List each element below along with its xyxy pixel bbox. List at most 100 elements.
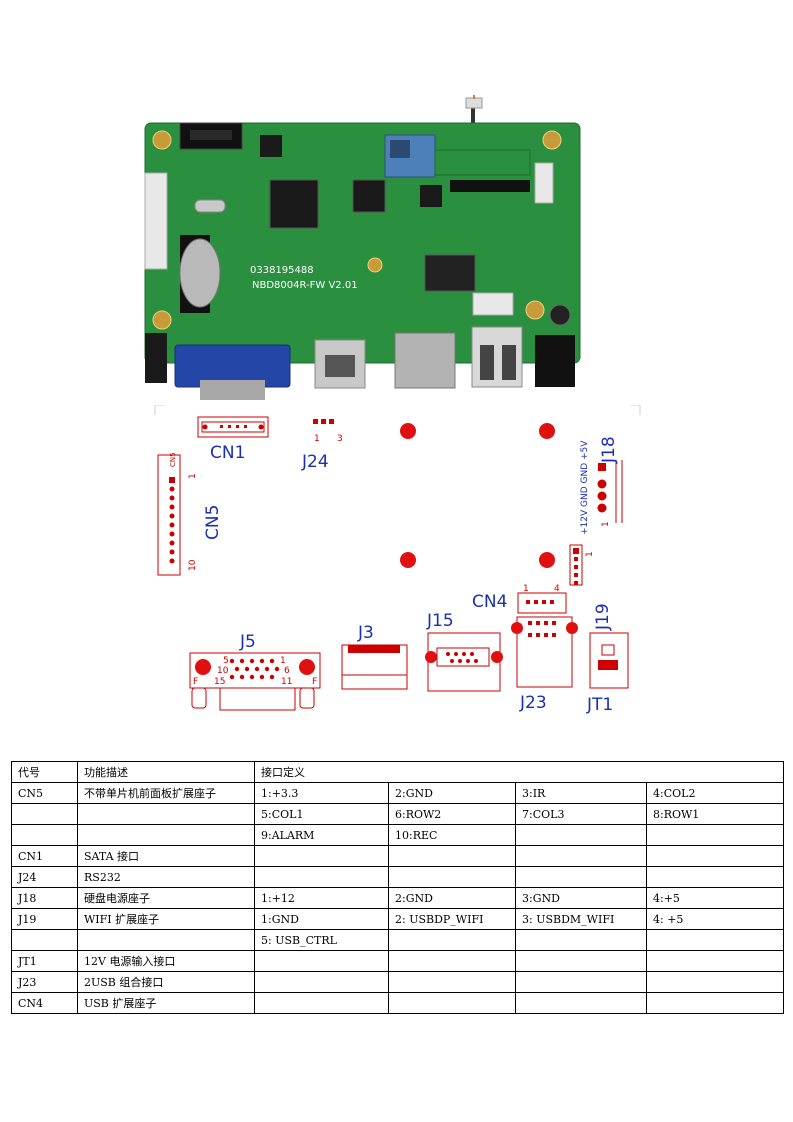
table-cell: 3:IR: [515, 782, 647, 804]
table-cell: [11, 929, 78, 951]
table-cell: 4:+5: [646, 887, 784, 909]
table-cell: [77, 824, 255, 846]
j18-pin-names: +12V GND GND +5V: [580, 440, 590, 535]
j3-label: J3: [357, 623, 374, 643]
j24-footprint: [313, 419, 334, 424]
table-cell: [646, 992, 784, 1014]
table-cell: [254, 845, 389, 867]
table-cell: [646, 971, 784, 993]
table-cell: [515, 824, 647, 846]
header-pin-definition: 接口定义: [254, 761, 784, 783]
table-cell: 5:COL1: [254, 803, 389, 825]
table-cell: [254, 971, 389, 993]
table-cell: [77, 929, 255, 951]
table-cell: [388, 845, 516, 867]
j18-label: J18: [599, 436, 619, 464]
j5-pin6: 6: [284, 666, 290, 676]
jt1-label: JT1: [586, 695, 613, 715]
table-cell: 10:REC: [388, 824, 516, 846]
table-cell: 2: USBDP_WIFI: [388, 908, 516, 930]
j24-label: J24: [301, 452, 329, 472]
table-cell: [646, 929, 784, 951]
table-cell: 7:COL3: [515, 803, 647, 825]
j23-label: J23: [519, 693, 547, 713]
cn5-label: CN5: [203, 505, 223, 540]
table-cell: 2:GND: [388, 887, 516, 909]
mounting-hole: [400, 423, 416, 439]
table-cell: RS232: [77, 866, 255, 888]
table-cell: CN5: [11, 782, 78, 804]
table-cell: 9:ALARM: [254, 824, 389, 846]
table-cell: [254, 950, 389, 972]
table-cell: J19: [11, 908, 78, 930]
table-cell: JT1: [11, 950, 78, 972]
table-cell: 1:+12: [254, 887, 389, 909]
table-cell: [388, 866, 516, 888]
pcb-serial: 0338195488: [250, 265, 314, 276]
pcb-model: NBD8004R-FW V2.01: [252, 280, 358, 291]
table-cell: J24: [11, 866, 78, 888]
j24-pin3: 3: [337, 434, 343, 444]
table-cell: USB 扩展座子: [77, 992, 255, 1014]
table-cell: 2USB 组合接口: [77, 971, 255, 993]
mounting-hole: [539, 552, 555, 568]
j5-pin5: 5: [223, 656, 229, 666]
table-cell: [515, 845, 647, 867]
cn5-pin10: 10: [188, 559, 198, 571]
table-cell: J18: [11, 887, 78, 909]
table-cell: [646, 845, 784, 867]
table-cell: 硬盘电源座子: [77, 887, 255, 909]
j19-label: J19: [593, 603, 613, 631]
table-cell: 5: USB_CTRL: [254, 929, 389, 951]
table-cell: 3: USBDM_WIFI: [515, 908, 647, 930]
cn5-tag: CN5: [169, 452, 177, 467]
pcb-photo: 0338195488 NBD8004R-FW V2.01: [144, 95, 581, 400]
j3-footprint: [341, 644, 408, 690]
connector-diagram: CN1 1 3 J24 +12V GND GND +5V J18 1 CN5: [154, 405, 641, 715]
j5-pin10: 10: [217, 666, 229, 676]
table-row: 5: USB_CTRL: [11, 929, 784, 951]
j24-pin1: 1: [314, 434, 320, 444]
table-cell: 4:COL2: [646, 782, 784, 804]
table-cell: [646, 824, 784, 846]
j5-pin11: 11: [281, 677, 292, 687]
table-cell: CN1: [11, 845, 78, 867]
jt1-footprint: [589, 632, 629, 689]
table-cell: 12V 电源输入接口: [77, 950, 255, 972]
table-cell: [11, 824, 78, 846]
j18-footprint: [597, 460, 623, 523]
j5-pin15: 15: [214, 677, 225, 687]
table-cell: [646, 950, 784, 972]
table-cell: [515, 992, 647, 1014]
table-cell: [388, 929, 516, 951]
table-cell: [515, 971, 647, 993]
cn4-pin4: 4: [554, 584, 560, 594]
mounting-hole: [539, 423, 555, 439]
table-cell: [388, 992, 516, 1014]
table-cell: [388, 971, 516, 993]
table-cell: SATA 接口: [77, 845, 255, 867]
j5-f-left: F: [193, 677, 198, 687]
j5-pin1: 1: [280, 656, 286, 666]
table-cell: 4: +5: [646, 908, 784, 930]
table-cell: WIFI 扩展座子: [77, 908, 255, 930]
cn1-footprint: [197, 416, 269, 438]
table-cell: [77, 803, 255, 825]
j19-footprint: [569, 544, 583, 586]
cn5-pin1: 1: [188, 473, 198, 479]
table-cell: [11, 803, 78, 825]
cn4-pin1: 1: [523, 584, 529, 594]
j15-footprint: [425, 632, 503, 692]
table-cell: [254, 866, 389, 888]
table-cell: [646, 866, 784, 888]
cn1-label: CN1: [210, 443, 245, 463]
j5-f-right: F: [312, 677, 317, 687]
